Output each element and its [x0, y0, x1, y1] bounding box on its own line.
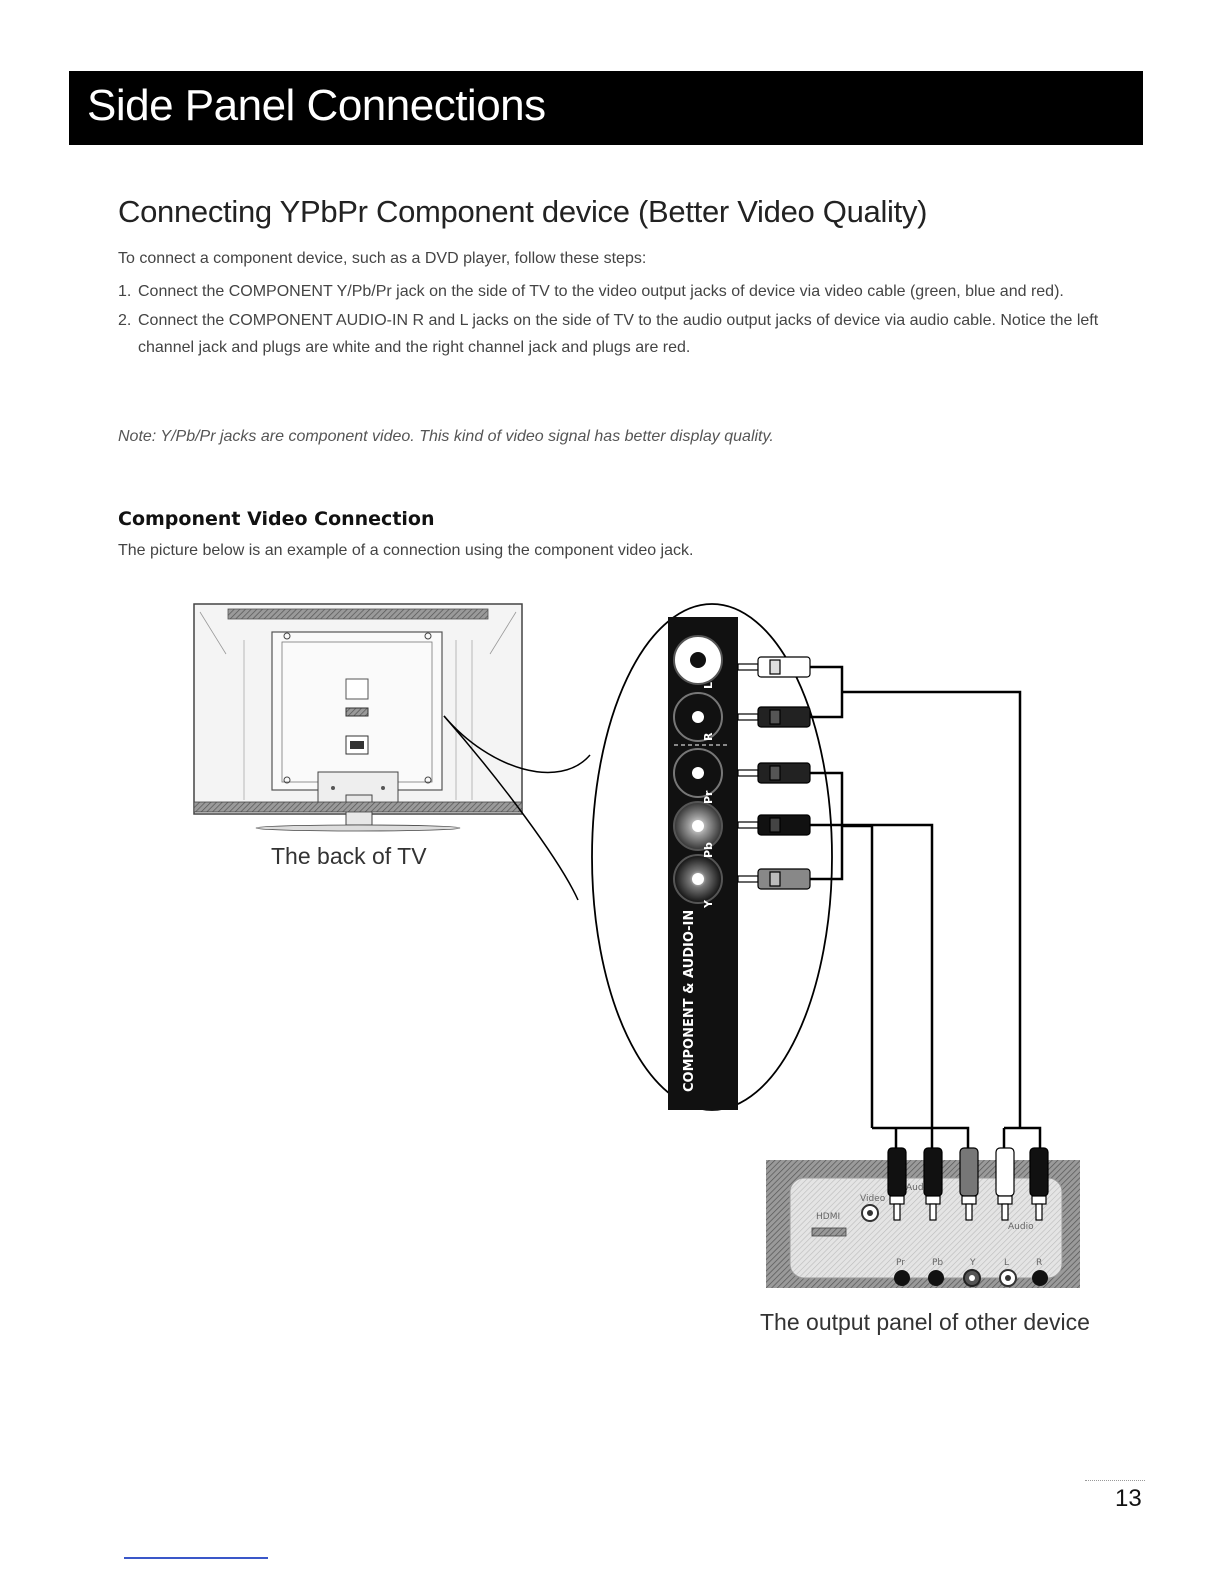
device-jack-label-y: Y [969, 1258, 976, 1268]
section-intro: To connect a component device, such as a… [118, 250, 647, 267]
jack-label-pr: Pr [702, 790, 715, 804]
jack-label-y: Y [702, 899, 715, 909]
tv-back-illustration [193, 603, 523, 832]
page-number: 13 [1115, 1485, 1142, 1512]
device-jack-label-pb: Pb [932, 1258, 943, 1268]
note-text: Note: Y/Pb/Pr jacks are component video.… [118, 428, 774, 445]
plug-pr [737, 762, 811, 784]
plug-l [737, 656, 811, 678]
tv-side-panel: L R Pr Pb Y COMPONENT & AUDIO-IN [668, 617, 738, 1110]
step-number: 1. [118, 283, 132, 300]
device-output-panel: HDMI Video Aud Audio Pr Pb Y L R [766, 1160, 1080, 1288]
subsection-caption: The picture below is an example of a con… [118, 542, 694, 559]
device-plug-y [959, 1147, 979, 1221]
title-banner: Side Panel Connections [69, 71, 1143, 145]
plug-y [737, 868, 811, 890]
step-number: 2. [118, 312, 132, 329]
plug-pb [737, 814, 811, 836]
device-jack-label-r: R [1036, 1258, 1042, 1268]
device-label-aud: Aud [906, 1183, 924, 1193]
jack-label-r: R [702, 732, 715, 741]
device-plug-r [1029, 1147, 1049, 1221]
step-text: Connect the COMPONENT AUDIO-IN R and L j… [138, 312, 1099, 356]
device-label-hdmi: HDMI [816, 1212, 840, 1222]
device-jack-label-l: L [1004, 1258, 1009, 1268]
device-plugs [887, 1147, 1049, 1221]
cables [810, 665, 1042, 1148]
tv-caption: The back of TV [271, 843, 427, 869]
jack-label-pb: Pb [702, 842, 715, 858]
step-2: 2. Connect the COMPONENT AUDIO-IN R and … [118, 307, 1138, 361]
subsection-heading: Component Video Connection [118, 508, 435, 530]
device-plug-pr [887, 1147, 907, 1221]
device-plug-l [995, 1147, 1015, 1221]
tv-plugs [737, 656, 811, 890]
panel-vertical-label: COMPONENT & AUDIO-IN [682, 910, 697, 1092]
section-heading: Connecting YPbPr Component device (Bette… [118, 194, 928, 229]
step-text: Connect the COMPONENT Y/Pb/Pr jack on th… [138, 283, 1064, 300]
footer-line [124, 1557, 268, 1559]
device-plug-pb [923, 1147, 943, 1221]
device-label-audio: Audio [1008, 1222, 1034, 1232]
page-title: Side Panel Connections [87, 81, 546, 130]
callout-lines [443, 715, 591, 901]
step-1: 1. Connect the COMPONENT Y/Pb/Pr jack on… [118, 278, 1138, 305]
plug-r [737, 706, 811, 728]
device-jack-label-pr: Pr [896, 1258, 905, 1268]
jack-label-l: L [702, 682, 715, 689]
device-label-video: Video [860, 1194, 886, 1204]
device-caption: The output panel of other device [760, 1309, 1090, 1335]
steps-list: 1. Connect the COMPONENT Y/Pb/Pr jack on… [118, 278, 1138, 361]
page-number-rule [1085, 1480, 1145, 1481]
